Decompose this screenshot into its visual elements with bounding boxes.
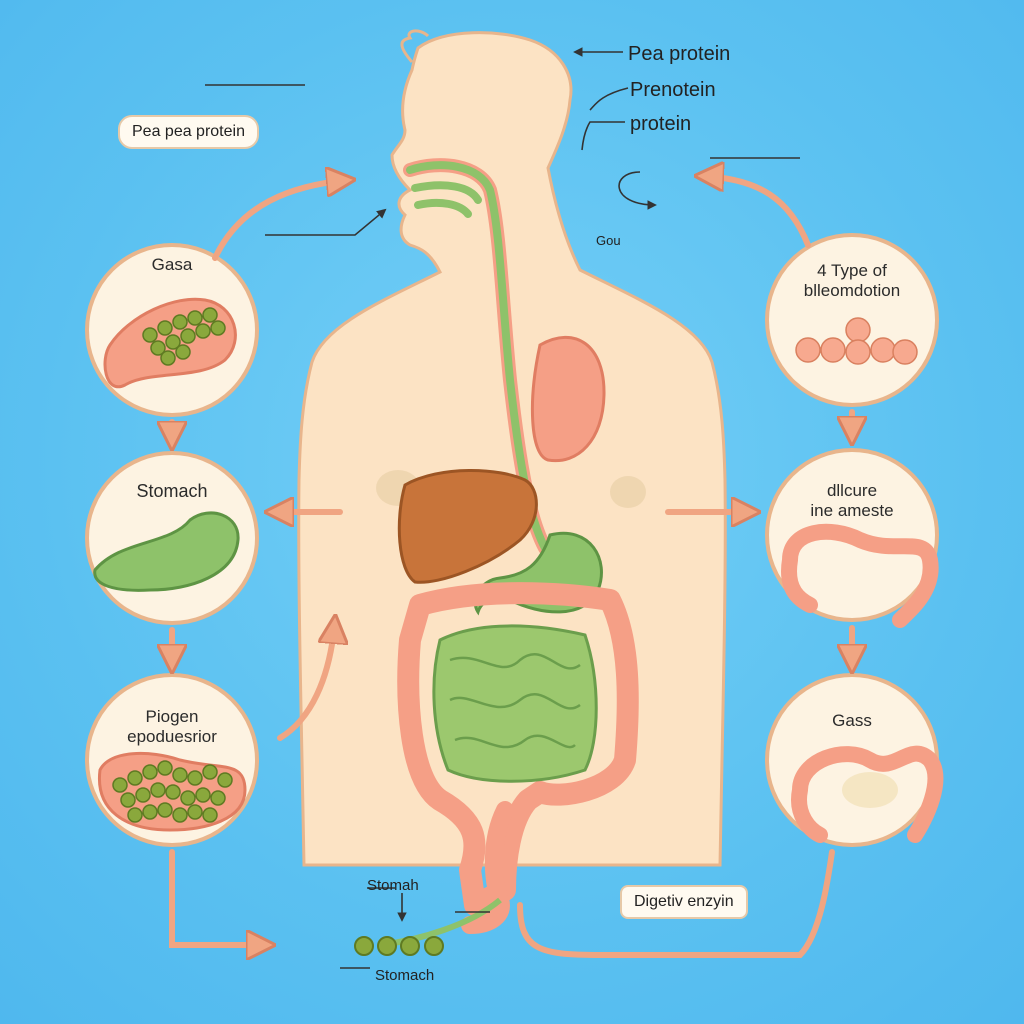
pea: [173, 315, 187, 329]
arrow-to-mouth: [215, 180, 350, 258]
pea: [136, 788, 150, 802]
circle-right-3-title: Gass: [772, 712, 932, 730]
pea: [173, 768, 187, 782]
pea: [143, 765, 157, 779]
pea: [203, 308, 217, 322]
pea: [176, 345, 190, 359]
pea: [188, 805, 202, 819]
circle-right-3: [767, 675, 937, 845]
pea: [161, 351, 175, 365]
label-gou: Gou: [596, 234, 621, 247]
pea: [211, 791, 225, 805]
circle-right-1-title-2: blleomdotion: [772, 282, 932, 300]
label-stomah: Stomah: [367, 878, 419, 893]
peach-ball: [846, 340, 870, 364]
pea: [181, 791, 195, 805]
circle-left-2-title: Stomach: [112, 482, 232, 501]
circle-left-3-title-1: Piogen: [102, 708, 242, 726]
pea: [196, 788, 210, 802]
circle-right-1-title-1: 4 Type of: [772, 262, 932, 280]
label-pea-pea-protein: Pea pea protein: [118, 115, 259, 149]
arrow-left-bottom: [172, 852, 270, 945]
pea: [128, 771, 142, 785]
peach-ball: [846, 318, 870, 342]
pea: [158, 761, 172, 775]
pea: [166, 785, 180, 799]
pea: [203, 765, 217, 779]
pea: [143, 805, 157, 819]
pea: [121, 793, 135, 807]
circle-left-3-title-2: epoduesrior: [102, 728, 242, 746]
circle-left-2: [87, 453, 257, 623]
label-protein: protein: [630, 114, 691, 134]
circle-left-1-title: Gasa: [132, 256, 212, 274]
pea: [158, 803, 172, 817]
arrow-top-right: [700, 176, 808, 245]
peach-ball: [796, 338, 820, 362]
pea: [128, 808, 142, 822]
circle-left-3: [87, 675, 257, 845]
pea: [211, 321, 225, 335]
pea: [181, 329, 195, 343]
label-prenotein: Prenotein: [630, 80, 716, 100]
label-pea-protein-top: Pea protein: [628, 44, 730, 64]
pea: [173, 808, 187, 822]
label-digestive-enzyme: Digetiv enzyin: [620, 885, 748, 919]
pea: [113, 778, 127, 792]
pea: [203, 808, 217, 822]
circle-right-2: [767, 450, 937, 620]
pea: [143, 328, 157, 342]
peach-ball: [871, 338, 895, 362]
peach-ball: [893, 340, 917, 364]
label-stomach-bottom: Stomach: [375, 968, 434, 983]
pea: [196, 324, 210, 338]
pea: [188, 771, 202, 785]
pea: [158, 321, 172, 335]
circle-right-2-title-2: ine ameste: [772, 502, 932, 520]
nipple-right: [610, 476, 646, 508]
pea: [218, 773, 232, 787]
pea: [151, 783, 165, 797]
circle-right-2-title-1: dllcure: [772, 482, 932, 500]
peach-ball: [821, 338, 845, 362]
pea: [188, 311, 202, 325]
